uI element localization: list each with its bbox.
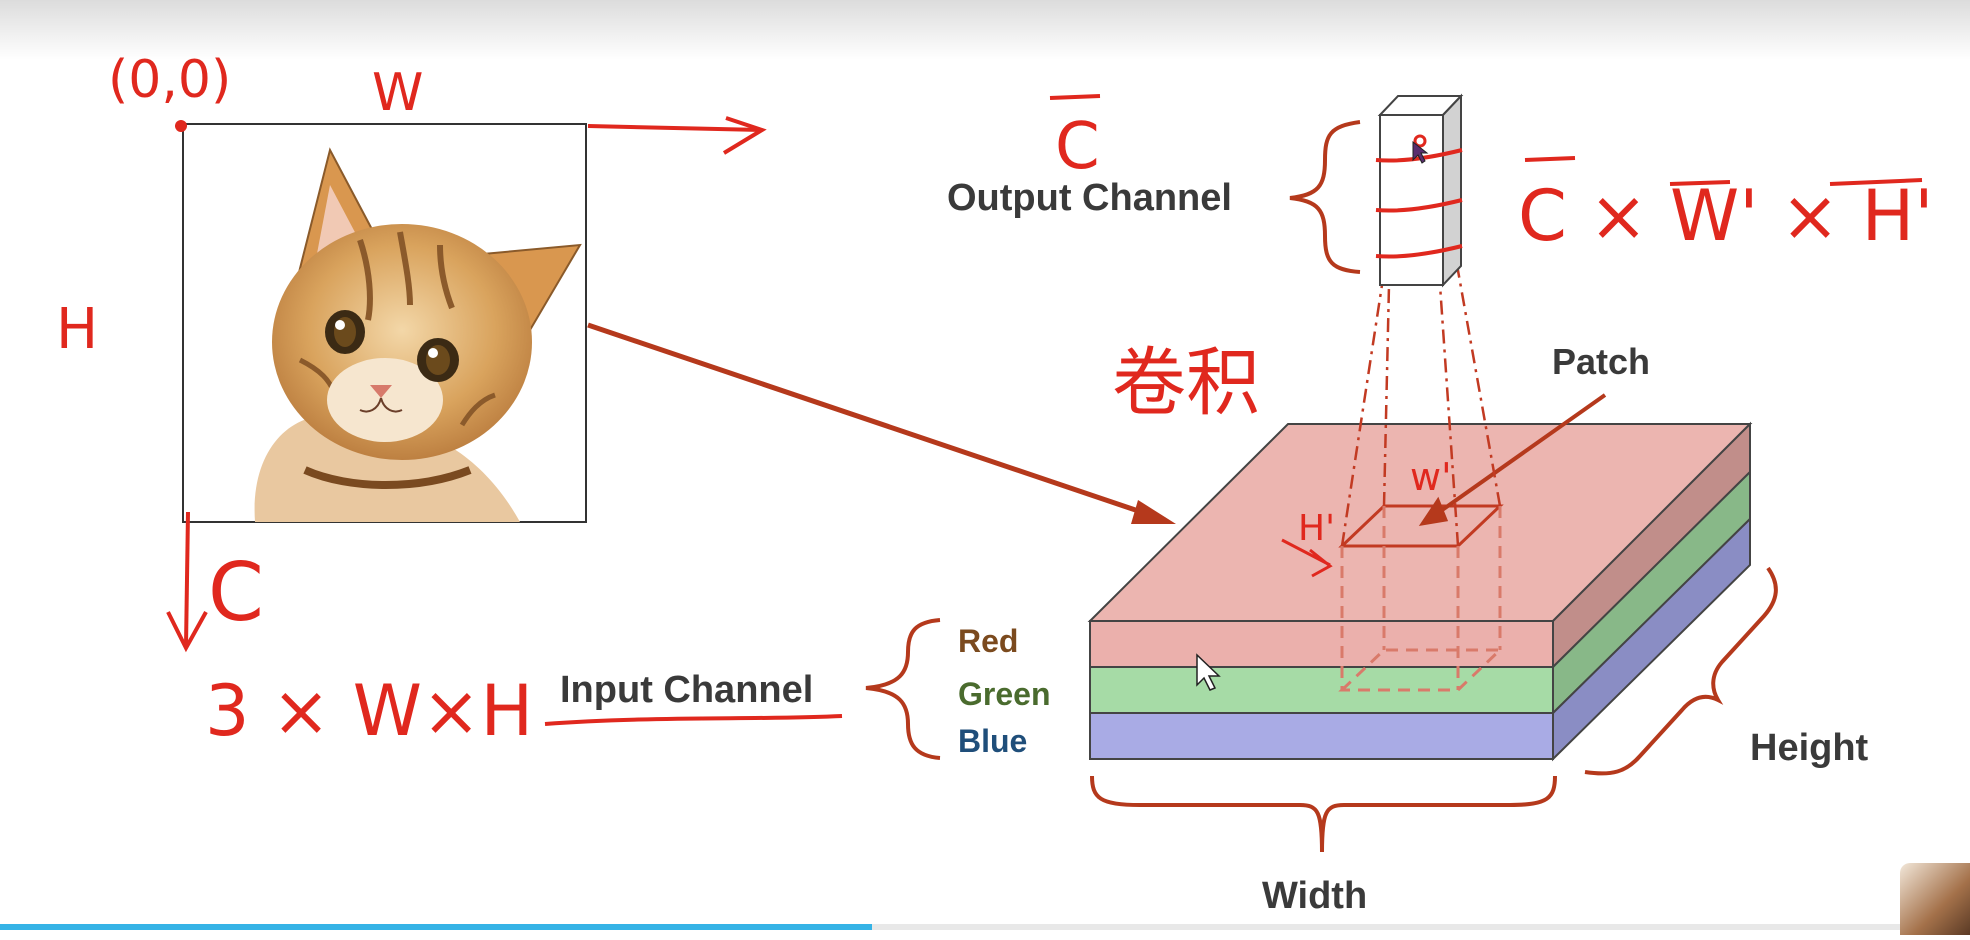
output-channel-label: Output Channel (947, 177, 1232, 219)
output-point-mark (1413, 134, 1427, 148)
image-to-tensor-arrow (587, 322, 1176, 524)
height-brace (1584, 566, 1778, 776)
height-axis-label: H (56, 297, 98, 362)
output-channel-group: Output Channel C (947, 94, 1361, 274)
blue-layer-front (1089, 712, 1554, 760)
input-channel-group: Input Channel Red Green Blue (544, 618, 1050, 760)
blue-channel-label: Blue (958, 723, 1027, 759)
width-axis-label: W (372, 63, 423, 123)
kitten-stripe (459, 392, 496, 427)
output-channel-brace (1289, 120, 1361, 274)
mouse-cursor (1196, 653, 1221, 691)
output-column-side (1442, 93, 1462, 288)
kitten-body (254, 414, 520, 522)
c-bar-label: C (1055, 110, 1100, 184)
handwritten-annotations-left: (0,0) W H C 3 × W×H (56, 50, 767, 752)
patch: Patch (1338, 341, 1650, 692)
input-dims-label: 3 × W×H (205, 670, 533, 752)
kitten-stripe (437, 244, 455, 310)
patch-width-label: w' (1410, 455, 1452, 499)
width-group: Width (1090, 775, 1557, 917)
width-axis-arrowhead (722, 116, 767, 155)
video-progress-track[interactable] (0, 924, 1970, 930)
channel-axis-arrowhead (166, 611, 208, 653)
c-bar-overline (1049, 94, 1101, 100)
small-cursor-on-column (1412, 140, 1429, 164)
presenter-thumbnail (1900, 863, 1970, 935)
kitten-muzzle (327, 358, 443, 442)
kitten-image (182, 123, 587, 523)
top-shade (0, 0, 1970, 60)
height-group: Height (1584, 566, 1869, 776)
origin-label: (0,0) (108, 50, 231, 110)
output-column-front (1379, 114, 1444, 286)
kitten-left-eye-shine (335, 320, 345, 330)
input-channel-label: Input Channel (560, 669, 813, 711)
green-layer-front (1089, 666, 1554, 714)
channel-axis-arrow (184, 511, 190, 647)
output-column (1375, 93, 1464, 288)
input-channel-brace (865, 618, 941, 760)
output-dims: C × W' × H' (1518, 156, 1934, 257)
kitten-mouth (359, 397, 403, 413)
patch-label: Patch (1552, 341, 1650, 382)
blue-layer-side (1552, 516, 1751, 762)
width-axis-arrow (587, 124, 763, 132)
channel-axis-label: C (208, 546, 264, 639)
output-dims-label: C × W' × H' (1518, 175, 1934, 257)
kitten-stripe (397, 231, 413, 306)
origin-dot (175, 120, 187, 132)
input-tensor (1087, 421, 1753, 762)
patch-height-arrow (1281, 538, 1333, 578)
height-label: Height (1750, 727, 1869, 769)
video-progress-bar[interactable] (0, 924, 872, 930)
kitten-nose (370, 385, 392, 398)
patch-pointer-arrowhead (1418, 496, 1449, 527)
input-channel-underline (544, 714, 843, 726)
output-c-overline (1524, 156, 1576, 162)
red-layer-front (1089, 620, 1554, 668)
red-channel-label: Red (958, 623, 1018, 659)
output-w-overline (1669, 180, 1731, 186)
width-label: Width (1262, 875, 1367, 917)
kitten-neck-stripe (303, 466, 472, 489)
patch-volume-dashed (1338, 506, 1504, 692)
patch-height-label: H' (1298, 508, 1335, 549)
width-brace (1090, 775, 1557, 853)
green-channel-label: Green (958, 676, 1050, 712)
output-column-marks (1375, 148, 1463, 259)
convolution-cn-label: 卷积 (1112, 340, 1260, 426)
projection-lines (1340, 264, 1502, 547)
kitten-stripe (357, 239, 373, 321)
output-h-overline (1829, 178, 1923, 186)
patch-pointer-arrow (1426, 393, 1607, 522)
kitten-right-eye-shine (428, 348, 438, 358)
